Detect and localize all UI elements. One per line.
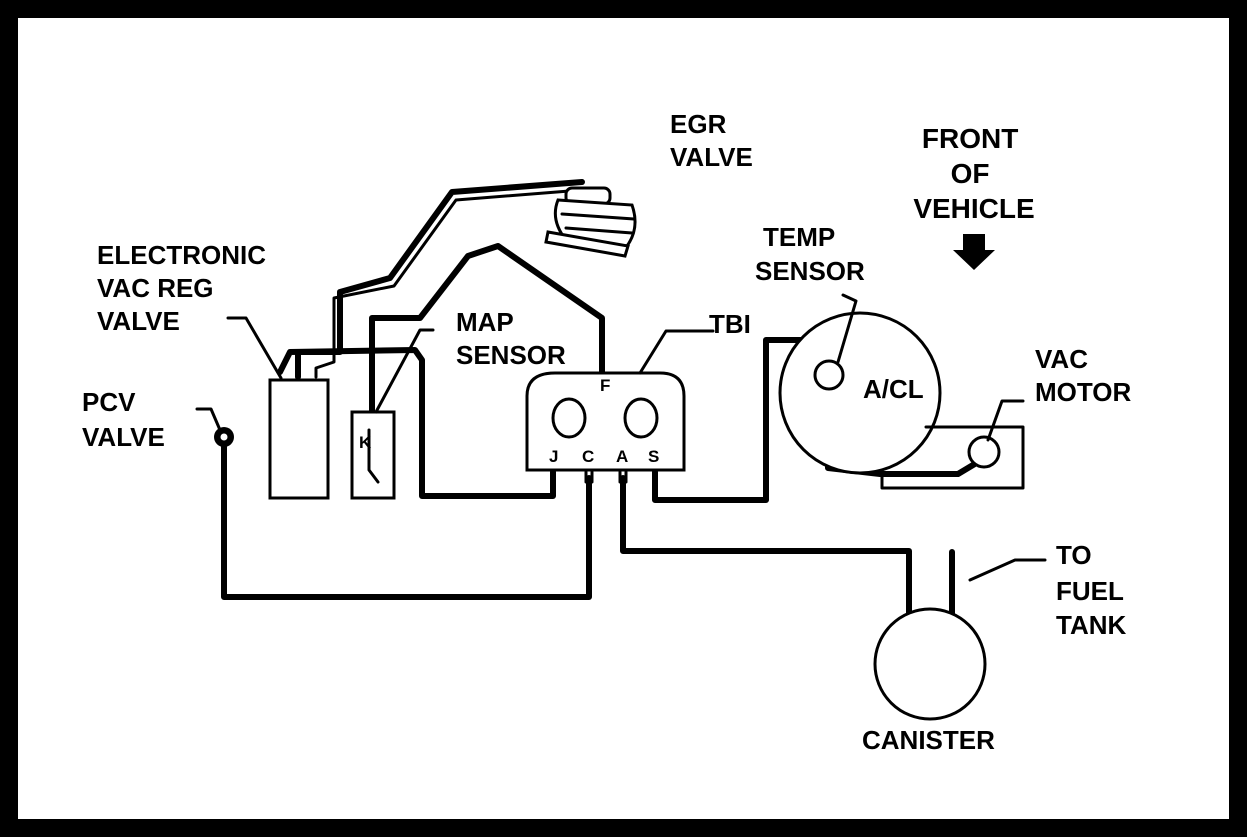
temp-sensor-label: TEMP SENSOR [755,222,865,286]
front-arrow-icon [953,234,995,270]
vacuum-hoses [221,179,981,664]
vac-motor [967,435,1001,469]
map-sensor-marking: K [359,433,372,452]
canister-label: CANISTER [862,725,995,755]
egr-hose-inner [314,188,584,379]
evrv-map-hose [277,347,556,499]
tbi-port-c: C [582,447,594,466]
egr-valve-label: EGR VALVE [670,109,753,172]
air-cleaner [778,311,1025,490]
map-sensor-hose [369,243,605,415]
egr-valve [544,186,637,258]
tbi-label: TBI [709,309,751,339]
leader-lines [195,293,1047,582]
front-of-vehicle-label: FRONT OF VEHICLE [913,123,1034,224]
map-sensor: K [350,410,396,500]
evrv-body [268,378,330,500]
vac-motor-label: VAC MOTOR [1035,344,1132,407]
fuel-tank-label: TO FUEL TANK [1056,540,1131,640]
tbi-unit: F J C A S [525,371,686,484]
air-cleaner-label: A/CL [863,374,924,404]
tbi-port-f: F [600,376,610,395]
map-sensor-label: MAP SENSOR [456,307,566,370]
tbi-port-s: S [648,447,659,466]
evrv-label: ELECTRONIC VAC REG VALVE [97,240,273,336]
canister-hose [620,475,912,664]
pcv-hose [221,437,592,600]
tbi-bore-right [623,397,659,439]
temp-sensor [813,359,845,391]
tbi-port-j: J [549,447,558,466]
pcv-valve-label: PCV VALVE [82,387,165,452]
tbi-bore-left [551,397,587,439]
tbi-port-a: A [616,447,628,466]
canister [873,607,987,721]
